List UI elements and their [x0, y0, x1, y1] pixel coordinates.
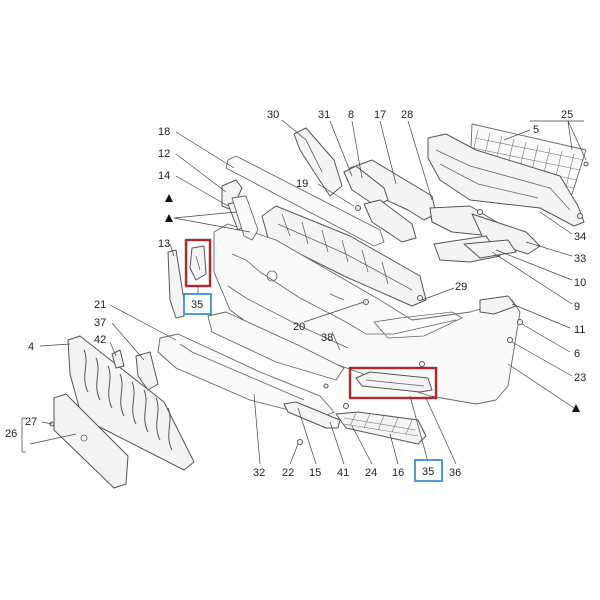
- callout-13: 13: [158, 238, 170, 250]
- assembly-marker-icon: [572, 404, 580, 412]
- callout-4: 4: [28, 341, 34, 353]
- callout-6: 6: [574, 348, 580, 360]
- callout-12: 12: [158, 148, 170, 160]
- callout-23: 23: [574, 372, 586, 384]
- callout-42: 42: [94, 334, 106, 346]
- callout-5: 5: [533, 124, 539, 136]
- callout-41: 41: [337, 467, 349, 479]
- highlight-box-right: [348, 366, 438, 400]
- callout-29: 29: [455, 281, 467, 293]
- callout-25: 25: [561, 109, 573, 121]
- side-insert-13: [167, 249, 185, 319]
- callout-14: 14: [158, 170, 170, 182]
- callout-36: 36: [449, 467, 461, 479]
- side-trim-11: [479, 295, 517, 315]
- assembly-marker-icon: [165, 194, 173, 202]
- callout-24: 24: [365, 467, 377, 479]
- callout-32: 32: [253, 467, 265, 479]
- lower-grille: [67, 335, 195, 471]
- lower-grille-insert: [335, 411, 427, 445]
- callout-34: 34: [574, 231, 586, 243]
- callout-8: 8: [348, 109, 354, 121]
- mount-bracket-37: [111, 349, 159, 391]
- upper-grille-frame: [427, 133, 585, 227]
- callout-35-left: 35: [191, 299, 203, 311]
- drl-insert-right: [355, 371, 433, 393]
- license-plate-bracket: [53, 393, 129, 489]
- callout-31: 31: [318, 109, 330, 121]
- callout-19: 19: [296, 178, 308, 190]
- leader-lines: [21, 119, 587, 465]
- callout-27: 27: [25, 416, 37, 428]
- callout-11: 11: [574, 324, 585, 336]
- assembly-marker-icon: [165, 214, 173, 222]
- callout-28: 28: [401, 109, 413, 121]
- callout-38: 38: [321, 332, 333, 344]
- bracket-9: [463, 239, 517, 259]
- bracket-31: [343, 165, 389, 207]
- callout-33: 33: [574, 253, 586, 265]
- callout-9: 9: [574, 301, 580, 313]
- drl-insert-left: [189, 245, 207, 281]
- callout-10: 10: [574, 277, 586, 289]
- callout-37: 37: [94, 317, 106, 329]
- fasteners: [49, 161, 589, 445]
- callout-17: 17: [374, 109, 386, 121]
- callout-20: 20: [293, 321, 305, 333]
- callout-35-right: 35: [422, 466, 434, 478]
- callout-22: 22: [282, 467, 294, 479]
- callout-16: 16: [392, 467, 404, 479]
- part-number-box-35-right: [414, 459, 443, 482]
- callout-15: 15: [309, 467, 321, 479]
- callout-18: 18: [158, 126, 170, 138]
- bracket-33: [471, 213, 541, 255]
- callout-30: 30: [267, 109, 279, 121]
- upper-trim-strip: [225, 155, 385, 247]
- callout-21: 21: [94, 299, 106, 311]
- callout-26: 26: [5, 428, 17, 440]
- bracket-8: [363, 199, 417, 243]
- inner-lower-panel: [207, 311, 345, 381]
- bracket-30: [293, 127, 343, 197]
- part-number-box-35-left: [183, 293, 212, 315]
